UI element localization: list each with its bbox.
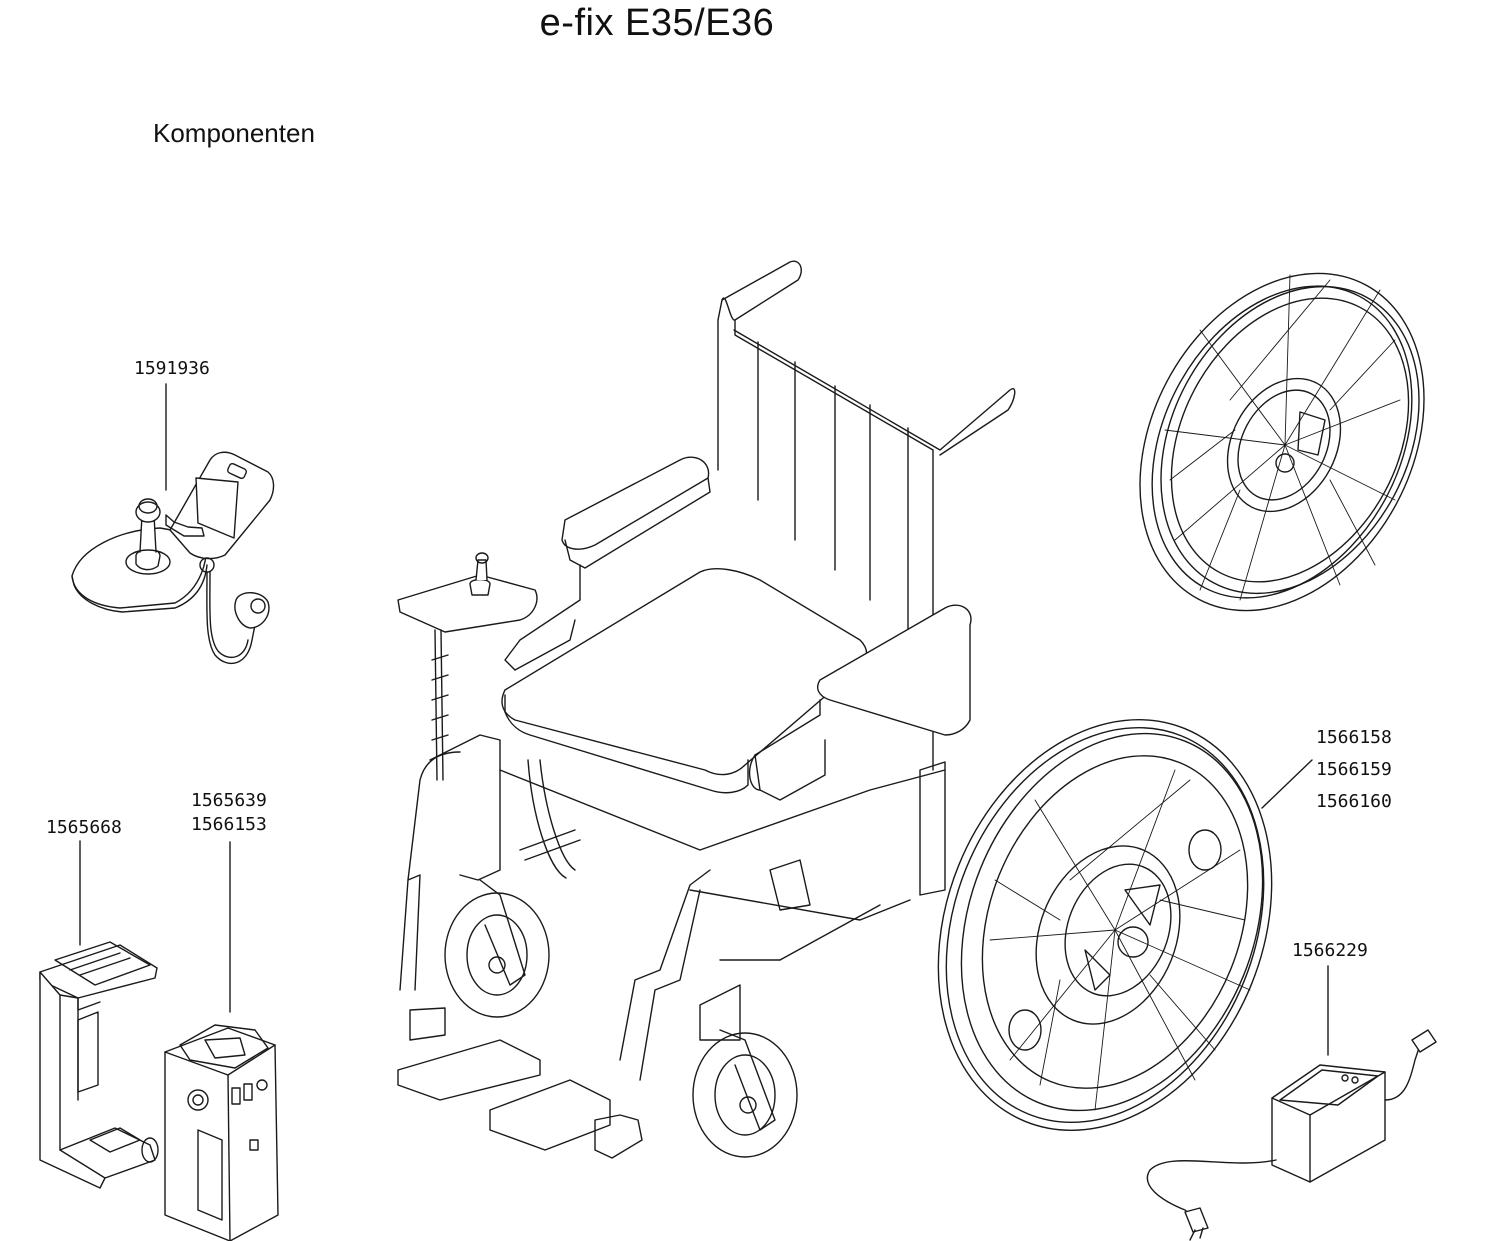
wheelchair-illustration [398, 261, 1015, 1158]
battery-illustration [165, 1025, 278, 1241]
battery-holder-illustration [40, 942, 158, 1188]
part-number-battery: 1565639 1566153 [191, 790, 267, 835]
part-number-control-panel: 1591936 [134, 358, 210, 379]
part-number-rear-wheel: 1566158 1566159 1566160 [1316, 727, 1392, 812]
control-panel-illustration [72, 452, 274, 663]
section-title: Komponenten [153, 118, 315, 148]
wheel-bottom-illustration [879, 669, 1331, 1181]
part-number-charger: 1566229 [1292, 940, 1368, 961]
part-number-battery-holder: 1565668 [46, 817, 122, 838]
leader-lines [80, 384, 1328, 1055]
page-title: e-fix E35/E36 [539, 2, 775, 44]
charger-illustration [1147, 1030, 1436, 1240]
wheel-top-illustration [1084, 224, 1481, 660]
